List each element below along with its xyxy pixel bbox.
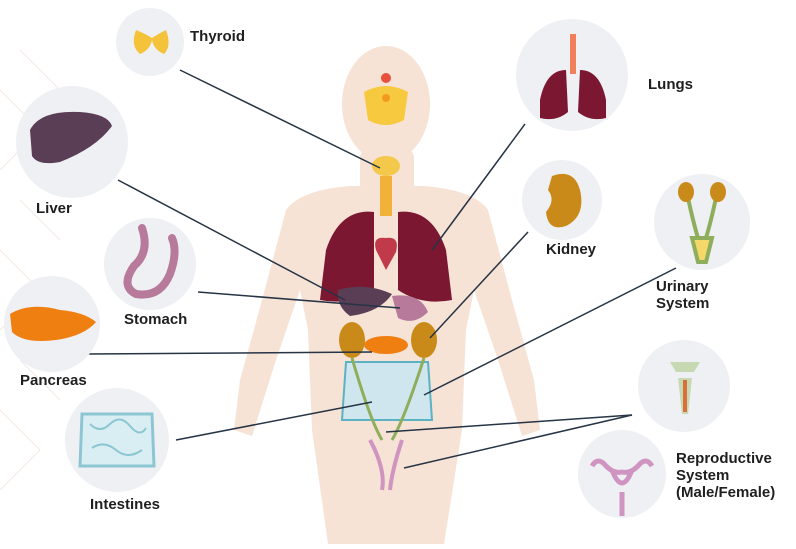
trachea [380,176,392,216]
body-right-kidney [411,322,437,358]
brain-shape [364,86,408,125]
stomach-circle [104,218,196,310]
label-pancreas: Pancreas [20,372,87,389]
label-thyroid: Thyroid [190,28,245,45]
kidney-circle [522,160,602,240]
label-reproductive-line2: System [676,467,729,484]
urinary-circle [654,174,750,270]
intestines-icon [80,414,154,466]
label-reproductive-line3: (Male/Female) [676,484,775,501]
label-kidney: Kidney [546,241,596,258]
label-stomach: Stomach [124,311,187,328]
label-liver: Liver [36,200,72,217]
label-urinary-line2: System [656,295,709,312]
pituitary [382,94,390,102]
thyroid-circle [116,8,184,76]
label-urinary-line1: Urinary [656,278,709,295]
reproductive-male-circle [638,340,730,432]
label-reproductive-line1: Reproductive [676,450,772,467]
intestines-circle [65,388,169,492]
label-lungs: Lungs [648,76,693,93]
label-intestines: Intestines [90,496,160,513]
lungs-circle [516,19,628,131]
liver-circle [16,86,128,198]
reproductive-female-circle [578,430,666,518]
brain-top [381,73,391,83]
pancreas-circle [4,276,100,372]
